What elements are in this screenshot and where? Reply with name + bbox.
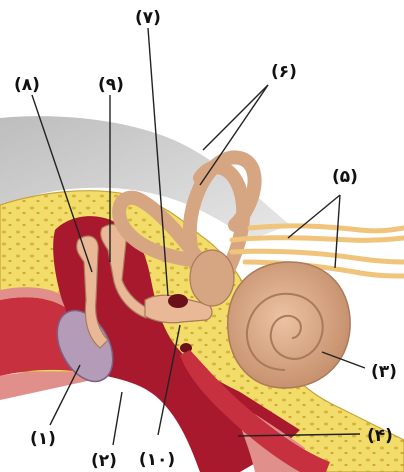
label-1: (۱): [30, 429, 56, 449]
label-5: (۵): [332, 167, 358, 187]
label-2: (۲): [91, 451, 117, 471]
label-10: (۱۰): [139, 450, 175, 470]
label-9: (۹): [98, 75, 124, 95]
label-6: (۶): [271, 62, 297, 82]
cochlea: [228, 262, 350, 388]
label-3: (۳): [371, 362, 397, 382]
label-4: (۴): [367, 426, 393, 446]
label-7: (۷): [135, 8, 161, 28]
vestibule: [190, 250, 234, 306]
label-8: (۸): [14, 75, 40, 95]
oval-window: [168, 294, 188, 308]
